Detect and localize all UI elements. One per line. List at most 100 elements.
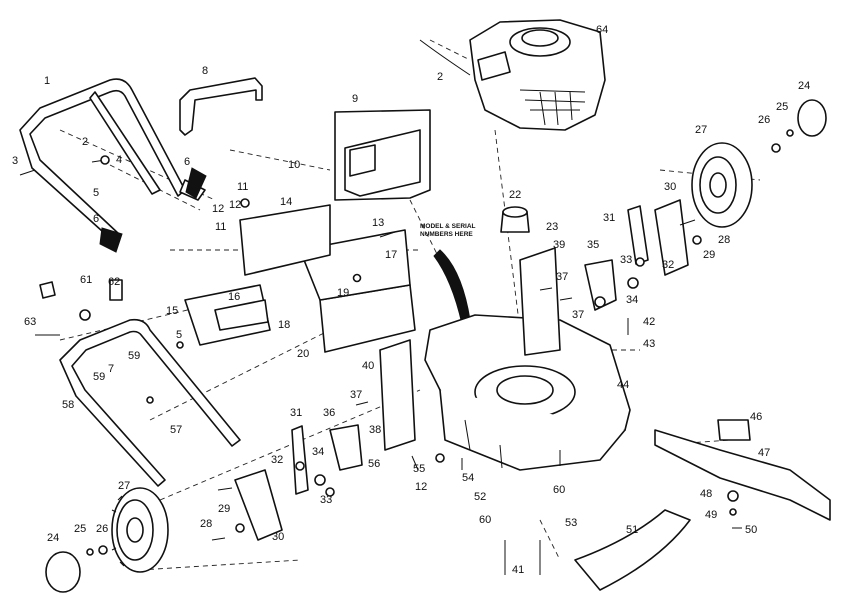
part-label: 8 [202,65,208,77]
fasteners [19,129,794,575]
part-label: 13 [372,217,384,229]
part-label: 37 [556,271,568,283]
height-adjuster-right [584,199,689,311]
part-label: 25 [74,523,86,535]
part-label: 60 [553,484,565,496]
part-label: 11 [215,221,226,233]
part-label: 36 [323,407,335,419]
part-label: 46 [750,411,762,423]
part-label: 59 [93,371,105,383]
part-label: 50 [745,524,757,536]
part-label: 58 [62,399,74,411]
mower-blade [654,429,831,521]
part-label: 7 [108,363,114,375]
part-label: 20 [297,348,309,360]
part-label: 56 [368,458,380,470]
part-label: 4 [116,154,122,166]
part-label: 6 [184,156,190,168]
part-label: 1 [44,75,50,87]
model-serial-note-line2: NUMBERS HERE [420,231,473,238]
part-label: 6 [93,213,99,225]
part-label: 35 [587,239,599,251]
part-label: 54 [462,472,474,484]
height-adjuster-left [234,424,363,541]
part-label: 2 [82,136,88,148]
part-label: 26 [96,523,108,535]
part-label: 63 [24,316,36,328]
part-label: 15 [166,305,178,317]
upper-handle [19,78,207,253]
side-bracket-left [184,284,271,346]
part-label: 28 [718,234,730,246]
part-label: 52 [474,491,486,503]
spindle-part [500,206,530,233]
part-label: 30 [272,531,284,543]
part-label: 25 [776,101,788,113]
part-label: 51 [626,524,638,536]
mower-deck [424,314,631,471]
part-label: 53 [565,517,577,529]
part-label: 33 [320,494,332,506]
part-label: 30 [664,181,676,193]
model-serial-note-line1: MODEL & SERIAL [420,223,476,230]
lower-handle [59,318,241,487]
part-label: 44 [617,379,629,391]
part-label: 19 [337,287,349,299]
part-label: 10 [288,159,300,171]
part-label: 31 [603,212,615,224]
part-label: 41 [512,564,524,576]
part-label: 12 [415,481,427,493]
part-label: 62 [108,276,120,288]
part-label: 5 [176,329,182,341]
part-label: 16 [228,291,240,303]
part-label: 24 [47,532,59,544]
part-label: 22 [509,189,521,201]
wheel-right [691,142,753,228]
model-serial-callout: MODEL & SERIAL NUMBERS HERE [420,223,476,238]
side-plate-40 [379,339,416,451]
control-bail [179,77,263,136]
part-label: 9 [352,93,358,105]
part-label: 59 [128,350,140,362]
part-label: 37 [350,389,362,401]
blade-adapter [717,419,751,441]
part-label: 5 [93,187,99,199]
part-label: 34 [312,446,324,458]
part-label: 48 [700,488,712,500]
part-label: 27 [118,480,130,492]
part-label: 31 [290,407,302,419]
part-label: 33 [620,254,632,266]
part-label: 39 [553,239,565,251]
part-label: 60 [479,514,491,526]
part-label: 40 [362,360,374,372]
engine [419,19,606,131]
part-label: 38 [369,424,381,436]
part-label: 49 [705,509,717,521]
part-label: 2 [437,71,443,83]
part-label: 17 [385,249,397,261]
part-label: 28 [200,518,212,530]
hubcap-right [797,99,827,137]
part-label: 3 [12,155,18,167]
part-label: 32 [662,259,674,271]
part-label: 24 [798,80,810,92]
part-label: 47 [758,447,770,459]
part-label: 14 [280,196,292,208]
part-label: 26 [758,114,770,126]
wheel-left [111,487,169,573]
rear-flap-panel [239,204,416,353]
part-label: 27 [695,124,707,136]
hubcap-left [45,551,81,593]
part-label: 29 [218,503,230,515]
part-label: 37 [572,309,584,321]
part-label: 34 [626,294,638,306]
part-label: 43 [643,338,655,350]
part-label: 55 [413,463,425,475]
part-label: 32 [271,454,283,466]
part-label: 18 [278,319,290,331]
model-plate-bracket [334,109,471,325]
part-label: 57 [170,424,182,436]
part-label: 61 [80,274,92,286]
part-label: 12 [229,199,241,211]
